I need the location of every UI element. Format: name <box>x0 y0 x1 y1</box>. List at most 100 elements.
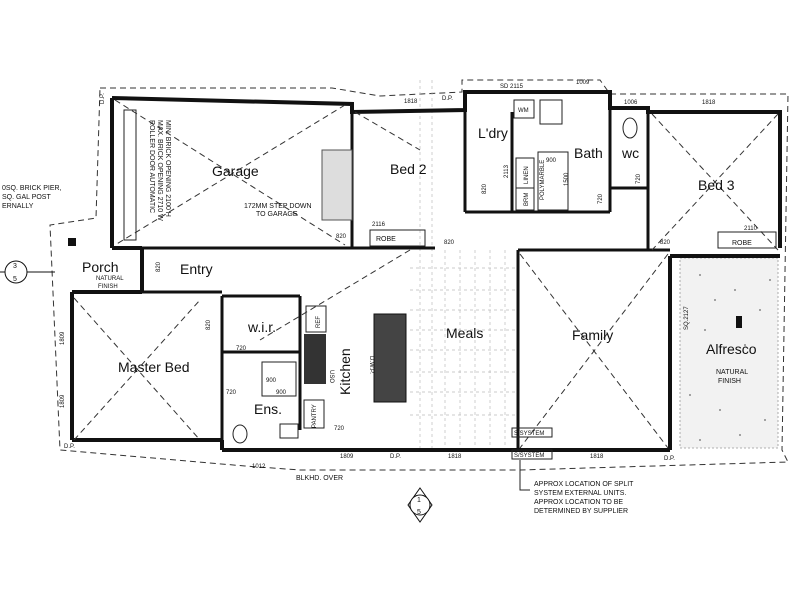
dp-top-left: D.P. <box>100 93 106 104</box>
dim-1500: 1500 <box>564 172 570 186</box>
split-note-4: DETERMINED BY SUPPLIER <box>534 508 628 515</box>
split-note-2: SYSTEM EXTERNAL UNITS. <box>534 490 626 497</box>
room-bath: Bath <box>574 145 603 161</box>
meals-tile-grid <box>410 80 515 450</box>
dim-1818-top2: 1818 <box>702 100 716 106</box>
alfresco-finish-1: NATURAL <box>716 369 748 376</box>
dim-720-wc: 720 <box>636 173 642 184</box>
alfresco-speckle <box>689 274 771 441</box>
kitchen-island <box>373 313 407 403</box>
roof-outline <box>49 79 789 471</box>
pantry-label: PANTRY <box>312 404 318 428</box>
section-left-top: 3 <box>13 263 17 270</box>
pier-note-3: ERNALLY <box>2 203 34 210</box>
dim-820-bed2door: 820 <box>444 240 455 246</box>
section-marker-bottom: 1 5 <box>407 487 433 523</box>
dim-720-pantry: 720 <box>334 426 345 432</box>
dim-1809-b: 1809 <box>60 394 66 408</box>
pier-note-1: 0SQ. BRICK PIER, <box>2 185 62 192</box>
dim-720-bath: 720 <box>598 193 604 204</box>
section-bottom-bottom: 5 <box>417 509 421 516</box>
dim-720-ens: 720 <box>226 390 237 396</box>
vanity-box <box>539 99 563 125</box>
brm-box <box>515 187 535 211</box>
dim-1006: 1006 <box>624 100 638 106</box>
dim-1818-bot2: 1818 <box>590 454 604 460</box>
room-bed2: Bed 2 <box>390 161 427 177</box>
dim-720-wir: 720 <box>236 346 247 352</box>
dp-bottom-right: D.P. <box>664 456 675 462</box>
svg-text:ROLLER DOOR AUTOMATIC: ROLLER DOOR AUTOMATIC <box>148 120 155 213</box>
split-note-3: APPROX LOCATION TO BE <box>534 499 623 506</box>
room-laundry: L'dry <box>478 125 508 141</box>
dp-top: D.P. <box>442 96 453 102</box>
dwp-label: D.W.P. <box>368 356 374 374</box>
room-alfresco: Alfresco <box>706 341 757 357</box>
room-meals: Meals <box>446 325 483 341</box>
section-marker-left: 3 5 <box>0 260 55 284</box>
dim-1818-top1: 1818 <box>404 99 418 105</box>
uso-label: USO <box>328 370 334 383</box>
porch-finish-1: NATURAL <box>96 276 124 282</box>
robe-bed3-box <box>717 231 777 249</box>
porch-finish-2: FINISH <box>98 284 118 290</box>
bulkhead-note: BLKHD. OVER <box>296 475 343 482</box>
section-bottom-top: 1 <box>417 497 421 504</box>
room-ens: Ens. <box>254 401 282 417</box>
polymarble-label: POLYMARBLE <box>540 160 546 200</box>
room-master-bed: Master Bed <box>118 359 190 375</box>
room-kitchen: Kitchen <box>337 348 353 395</box>
step-note-2: TO GARAGE <box>256 211 298 218</box>
ssystem-label-2: S/SYSTEM <box>514 453 544 459</box>
ens-toilet <box>232 424 248 444</box>
alfresco-finish-2: FINISH <box>718 378 741 385</box>
ens-basin <box>279 423 299 439</box>
shower-box <box>537 151 569 211</box>
dim-sd: SD 2115 <box>500 84 524 90</box>
porch-pier <box>68 238 76 246</box>
robe-bed2-box <box>369 229 426 247</box>
svg-text:MAX. BRICK OPENING 2710 W: MAX. BRICK OPENING 2710 W <box>156 120 163 221</box>
dim-820-ldry: 820 <box>482 183 488 194</box>
dim-1809-a: 1809 <box>60 331 66 345</box>
dim-900-a: 900 <box>546 158 557 164</box>
dim-2110: 2110 <box>744 226 758 232</box>
dim-900-ens1: 900 <box>266 378 277 384</box>
oven <box>304 334 326 384</box>
alfresco-slab <box>679 257 779 449</box>
section-left-bottom: 5 <box>13 276 17 283</box>
dim-2113: 2113 <box>504 164 510 178</box>
robe-bed2-label: ROBE <box>376 236 396 243</box>
dp-bottom-left: D.P. <box>64 444 75 450</box>
roof-hip-lines <box>73 99 779 449</box>
garage-step-hatch <box>321 149 353 221</box>
internal-walls <box>142 108 670 450</box>
split-system-unit-2 <box>511 449 553 460</box>
dp-bottom: D.P. <box>390 454 401 460</box>
dim-1012: 1012 <box>252 464 266 470</box>
external-walls <box>70 90 782 452</box>
step-note-1: 172MM STEP DOWN <box>244 203 312 210</box>
washing-machine-box <box>513 99 535 119</box>
wc-pan <box>622 117 638 139</box>
room-bed3: Bed 3 <box>698 177 735 193</box>
alfresco-post <box>736 316 742 328</box>
wm-label: WM <box>518 108 529 114</box>
svg-text:MIN. BRICK OPENING 2100 H: MIN. BRICK OPENING 2100 H <box>164 120 171 217</box>
dim-820-bed2: 820 <box>336 234 347 240</box>
ens-shower <box>261 361 297 397</box>
dim-2116: 2116 <box>372 222 386 228</box>
pier-note-2: SQ. GAL POST <box>2 194 51 201</box>
room-entry: Entry <box>180 261 213 277</box>
room-porch: Porch <box>82 259 119 275</box>
dim-1818-bot1: 1818 <box>448 454 462 460</box>
dim-820-entry2: 820 <box>206 319 212 330</box>
split-leader <box>519 460 530 491</box>
pantry-box <box>303 399 325 429</box>
room-wir: w.i.r. <box>247 319 276 335</box>
room-garage: Garage <box>212 163 259 179</box>
garage-door-note: ROLLER DOOR AUTOMATIC MAX. BRICK OPENING… <box>148 120 171 221</box>
dim-820-entry: 820 <box>156 261 162 272</box>
split-system-unit-1 <box>511 427 553 438</box>
